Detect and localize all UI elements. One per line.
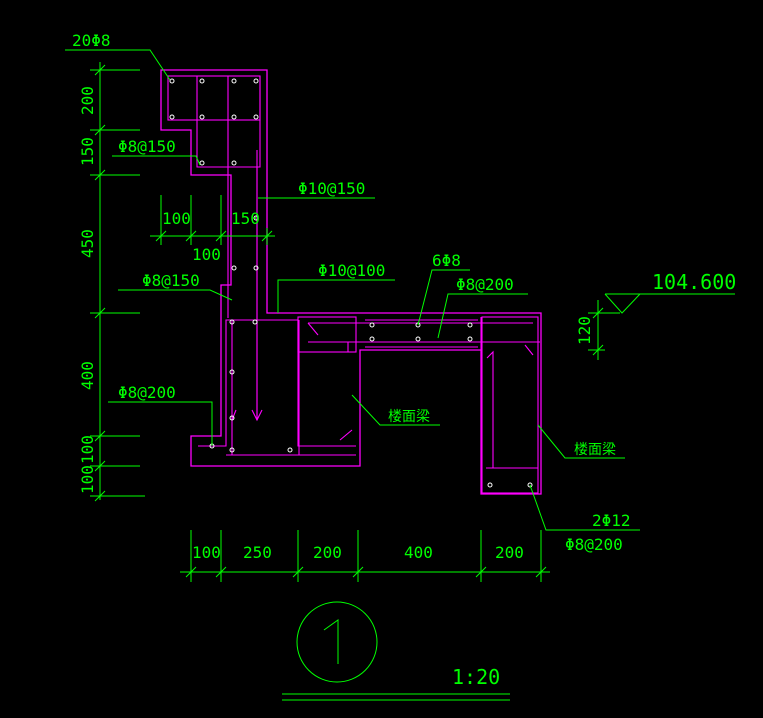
bar-dot: [369, 322, 375, 328]
bar-dot: [253, 114, 259, 120]
bar-dot: [231, 78, 237, 84]
dim-h-4: 400: [404, 543, 433, 562]
dim-slab-thickness: 120: [575, 316, 594, 345]
bar-dot: [487, 482, 493, 488]
bar-dot: [527, 482, 533, 488]
dim-v-4: 400: [78, 361, 97, 390]
dim-v-3: 450: [78, 229, 97, 258]
dim-h-3: 200: [313, 543, 342, 562]
bar-dot: [169, 114, 175, 120]
dim-v-5: 100: [78, 435, 97, 464]
bar-dot: [231, 265, 237, 271]
rebar-lines: [167, 75, 540, 494]
dim-v-6: 100: [78, 465, 97, 494]
bar-dot: [231, 114, 237, 120]
bar-dot: [467, 336, 473, 342]
dim-v-1: 200: [78, 86, 97, 115]
bar-dot: [229, 415, 235, 421]
label-wall-vertical: Φ10@150: [298, 179, 365, 198]
detail-scale: 1:20: [452, 665, 500, 689]
labels: 20Φ8 Φ8@150 Φ10@150 Φ8@150 Φ10@100 6Φ8 Φ…: [72, 31, 736, 689]
label-stirrup-mid: Φ8@150: [142, 271, 200, 290]
bar-dot: [252, 319, 258, 325]
bar-dot: [199, 114, 205, 120]
concrete-outline: [160, 69, 542, 495]
bar-dot: [169, 78, 175, 84]
bar-dot: [369, 336, 375, 342]
bar-dot: [229, 447, 235, 453]
bar-dot: [231, 160, 237, 166]
dim-h-2: 250: [243, 543, 272, 562]
label-beam-bottom-count: 2Φ12: [592, 511, 631, 530]
label-beam-stirrup: Φ8@200: [565, 535, 623, 554]
beam-label-right: 楼面梁: [574, 442, 616, 458]
label-top-corner: 20Φ8: [72, 31, 111, 50]
elevation-text: 104.600: [652, 270, 736, 294]
bar-dot: [199, 160, 205, 166]
label-slab-top-count: 6Φ8: [432, 251, 461, 270]
bar-dot: [229, 369, 235, 375]
bar-dot: [253, 215, 259, 221]
bar-dot: [415, 336, 421, 342]
bar-dot: [199, 78, 205, 84]
dim-inner-lower: 100: [192, 245, 221, 264]
label-slab-top-spacing: Φ8@200: [456, 275, 514, 294]
bar-dot: [287, 447, 293, 453]
bar-dot: [253, 78, 259, 84]
bar-dot: [229, 319, 235, 325]
dim-h-1: 100: [192, 543, 221, 562]
beam-label-left: 楼面梁: [388, 409, 430, 425]
dim-h-5: 200: [495, 543, 524, 562]
label-stirrup-top: Φ8@150: [118, 137, 176, 156]
dimension-lines: [65, 49, 735, 701]
bar-dot: [253, 265, 259, 271]
bar-dot: [467, 322, 473, 328]
label-slab-edge: Φ10@100: [318, 261, 385, 280]
dim-inner-mid: 150: [231, 209, 260, 228]
dim-inner-left: 100: [162, 209, 191, 228]
dim-v-2: 150: [78, 137, 97, 166]
label-bottom-stirrup: Φ8@200: [118, 383, 176, 402]
